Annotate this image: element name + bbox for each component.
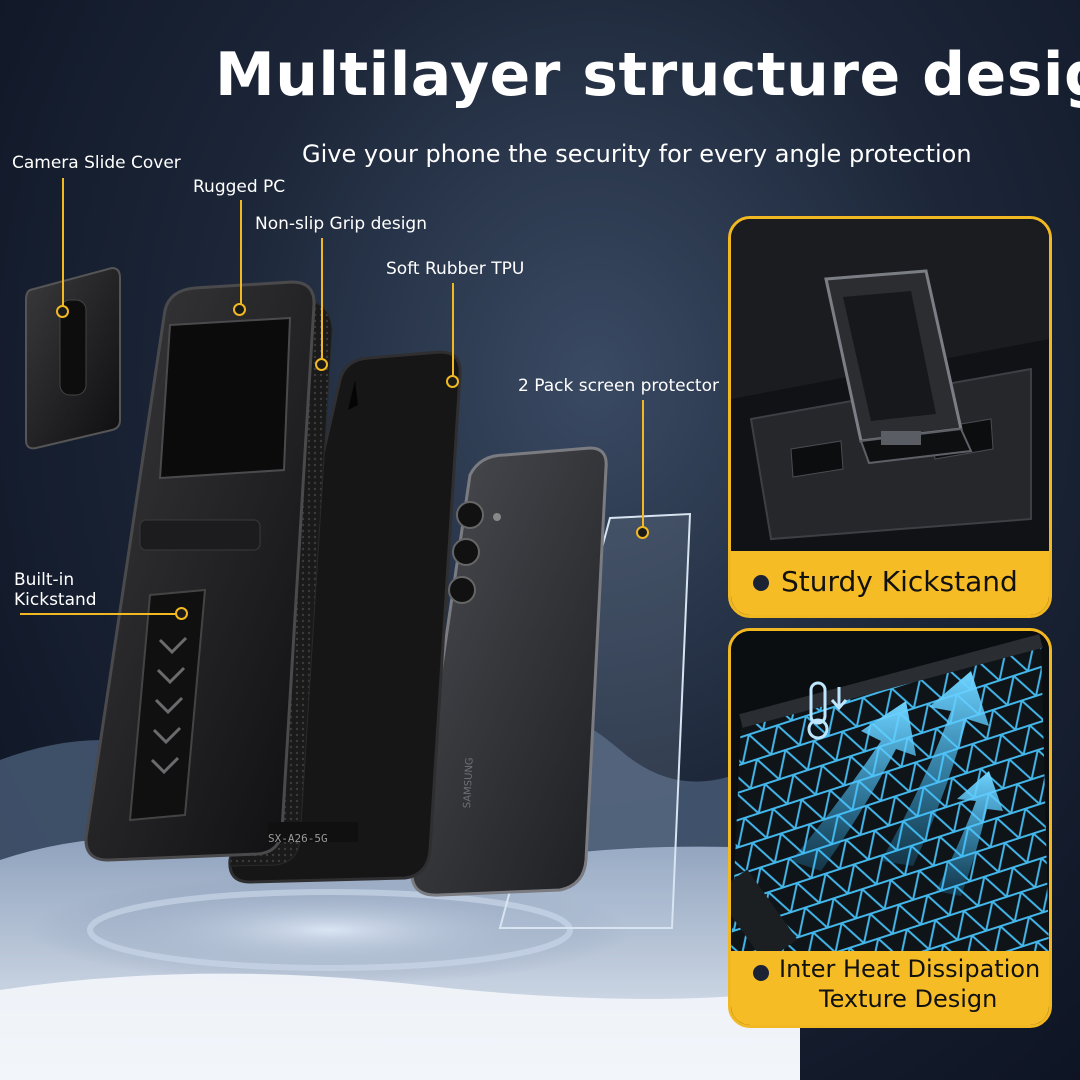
leader-dot <box>233 303 246 316</box>
leader-dot <box>315 358 328 371</box>
heat-arrow-icon <box>791 701 916 871</box>
callout-rugged-pc: Rugged PC <box>193 177 286 197</box>
feature-panel-heat-dissipation: Inter Heat Dissipation Texture Design <box>728 628 1052 1028</box>
callout-non-slip-grip: Non-slip Grip design <box>255 214 428 234</box>
leader-dot <box>56 305 69 318</box>
model-code-mark: SX-A26-5G <box>268 832 328 845</box>
leader-line <box>240 200 242 306</box>
feature-kickstand-label: Sturdy Kickstand <box>781 565 1018 598</box>
leader-line <box>62 178 64 308</box>
feature-heat-line2: Texture Design <box>819 985 998 1013</box>
leader-dot <box>446 375 459 388</box>
leader-dot <box>636 526 649 539</box>
leader-line <box>642 400 644 528</box>
page-title: Multilayer structure design <box>215 40 1080 110</box>
leader-line <box>452 283 454 377</box>
kickstand-photo <box>731 219 1049 549</box>
leader-line <box>321 238 323 360</box>
heat-caption-bar: Inter Heat Dissipation Texture Design <box>731 951 1049 1025</box>
leader-dot <box>175 607 188 620</box>
bullet-icon <box>753 965 769 981</box>
callout-kickstand-line2: Kickstand <box>14 590 97 610</box>
heat-texture-photo <box>731 631 1049 951</box>
exploded-case-illustration <box>25 266 692 929</box>
callout-camera-slide-cover: Camera Slide Cover <box>12 153 181 173</box>
camera-slide-cover-part <box>25 266 121 450</box>
phone-part <box>410 446 608 897</box>
callout-soft-rubber-tpu: Soft Rubber TPU <box>386 259 525 279</box>
thermometer-down-icon <box>807 681 848 740</box>
callout-kickstand-line1: Built-in <box>14 570 75 590</box>
callout-screen-protector: 2 Pack screen protector <box>518 376 719 396</box>
leader-line <box>20 613 178 615</box>
feature-heat-line1: Inter Heat Dissipation <box>779 955 1041 983</box>
page-subtitle: Give your phone the security for every a… <box>302 140 972 168</box>
bullet-icon <box>753 575 769 591</box>
feature-panel-kickstand: Sturdy Kickstand <box>728 216 1052 618</box>
rugged-pc-part <box>84 280 358 867</box>
kickstand-caption-bar: Sturdy Kickstand <box>731 551 1049 615</box>
